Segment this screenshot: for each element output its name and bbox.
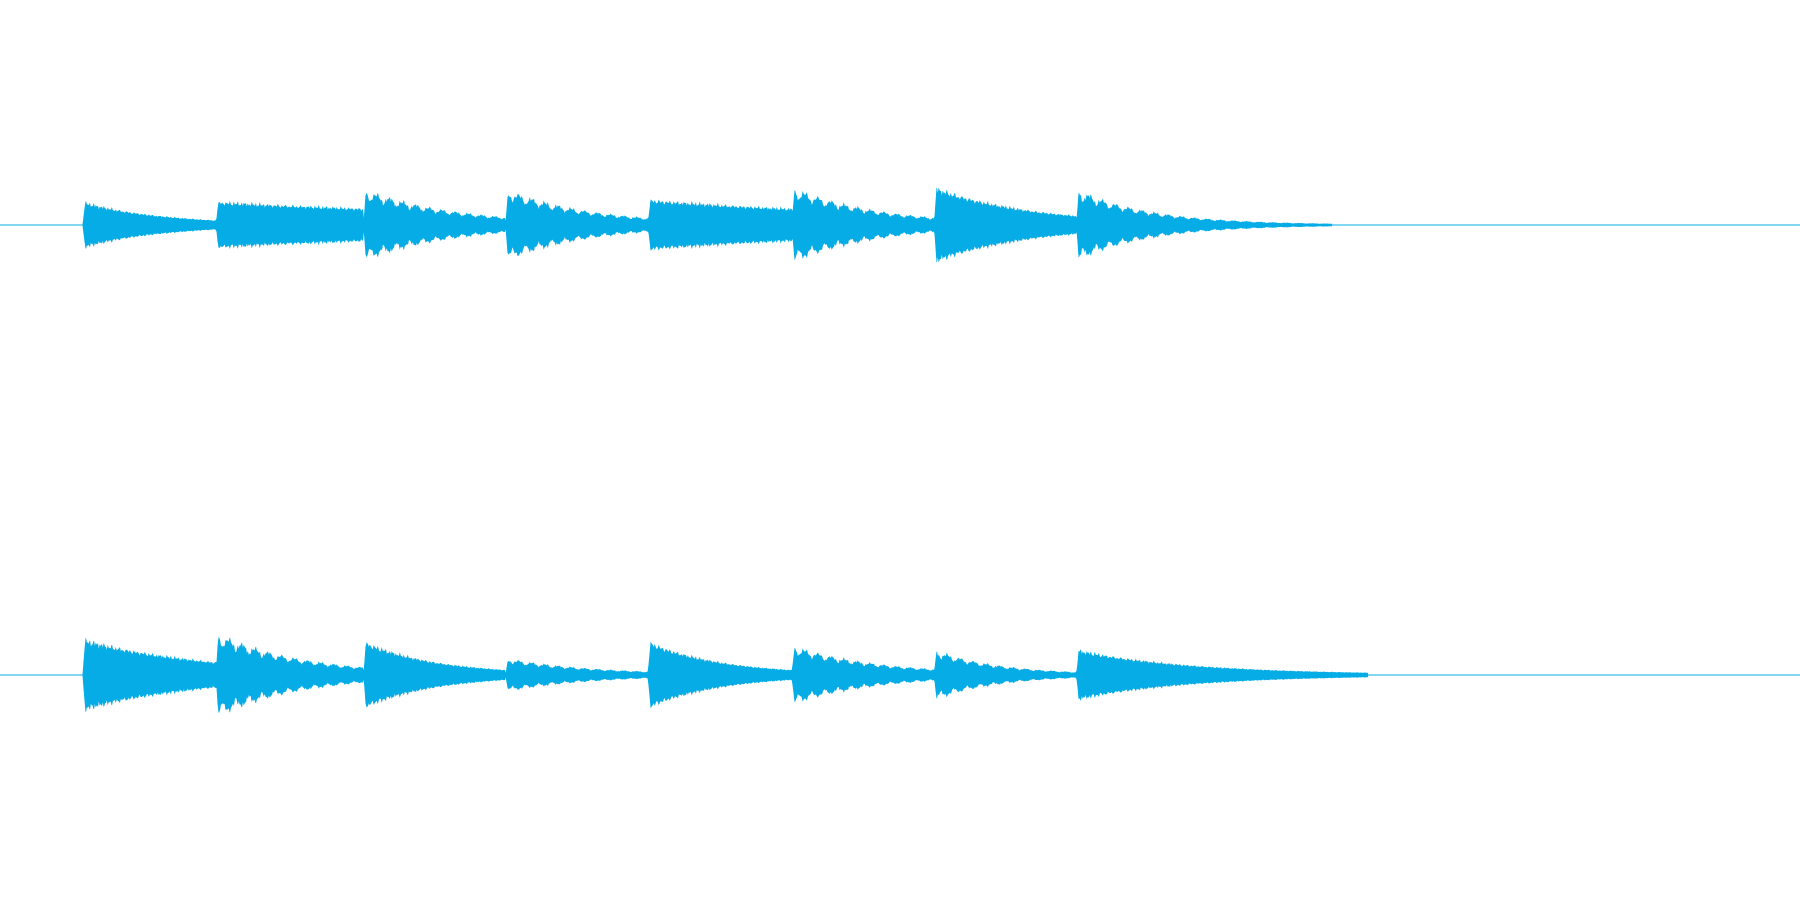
channel-2-waveform xyxy=(82,637,1369,713)
waveform-channel-1 xyxy=(0,187,1800,263)
waveform-channel-2 xyxy=(0,637,1800,713)
channel-1-waveform xyxy=(82,187,1333,263)
